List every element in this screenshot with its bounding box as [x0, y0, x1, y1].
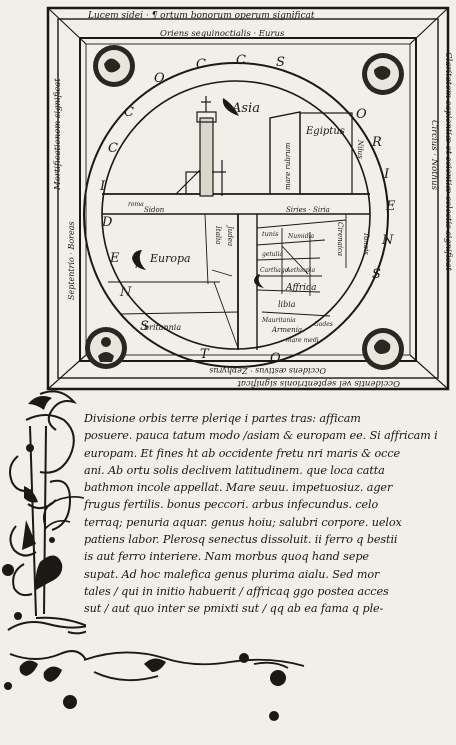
ring-letter: C	[108, 141, 118, 156]
wind-medallion-top-right	[362, 53, 404, 95]
text-line: frugus fertilis. bonus peccori. arbus in…	[84, 498, 379, 512]
region-mare-rubrum: mare rubrum	[284, 142, 292, 190]
region-mauritania: Mauritania	[261, 317, 296, 324]
region-libia: libia	[278, 300, 296, 309]
outer-bottom-label: Occidentis vel septentrionis significat	[237, 378, 400, 388]
manuscript-text: Divisione orbis terre pleriqe i partes t…	[84, 410, 448, 618]
ring-letter: E	[385, 199, 396, 214]
text-line: europam. Et fines ht ab occidente fretu …	[84, 446, 401, 460]
region-getulia: getulia	[262, 251, 284, 258]
region-tanais: Tanais	[362, 232, 370, 255]
region-italia: Italia	[214, 225, 222, 244]
wind-medallion-bottom-right	[362, 328, 404, 370]
region-sidon: Sidon	[144, 206, 165, 214]
region-britannia: britannia	[144, 323, 181, 332]
ring-letter: O	[270, 351, 281, 366]
wind-medallion-top-left	[93, 45, 135, 87]
text-line: patiens labor. Plerosq senectus dissolui…	[84, 533, 398, 547]
ring-letter: T	[200, 347, 210, 362]
ring-letter: O	[154, 71, 165, 86]
ring-letter: N	[119, 285, 132, 300]
inner-left-label: Septentrio · Boreas	[67, 221, 76, 300]
region-numidia: Numidia	[287, 233, 314, 240]
region-mediterraneum: mare medi	[286, 337, 319, 344]
region-armenia: Armenia	[271, 326, 302, 334]
region-europa: Europa	[149, 252, 191, 265]
region-carthago: Carthago	[260, 267, 289, 274]
ring-letter: C	[236, 53, 246, 68]
region-gades: Gades	[314, 321, 333, 328]
ring-letter: I	[99, 179, 106, 194]
text-line: Divisione orbis terre pleriqe i partes t…	[84, 412, 361, 425]
inner-top-label: Oriens sequinoctialis · Eurus	[160, 29, 285, 39]
region-judea: Judea	[226, 224, 234, 246]
ring-letter: C	[124, 105, 134, 120]
region-affrica: Affrica	[285, 283, 316, 293]
text-line: supat. Ad hoc malefica genus plurima aia…	[84, 567, 380, 581]
text-line: bathmon incole appellat. Mare seuu. impe…	[84, 481, 393, 495]
text-line: tales / qui in initio habuerit / affrica…	[84, 584, 389, 598]
ring-letter: D	[101, 215, 113, 230]
decorated-initial-d	[2, 390, 86, 709]
wind-medallion-bottom-left	[85, 327, 127, 369]
ring-letter: R	[371, 135, 382, 150]
text-line: posuere. pauca tatum modo /asiam & europ…	[84, 429, 438, 443]
flourish-tail	[84, 651, 305, 686]
text-line: is aut ferro interiere. Nam morbus quoq …	[84, 550, 369, 564]
outer-left-label: Mortificationem significat	[53, 78, 63, 191]
ring-letter: S	[276, 55, 285, 70]
initial-letter: D	[40, 420, 41, 421]
ring-letter: C	[196, 57, 206, 72]
outer-top-label: Lucem sidei · ¶ ortum bonorum operum sig…	[87, 11, 315, 21]
region-aethiopia: Aethiopia	[285, 267, 315, 274]
ring-letter: S	[372, 267, 381, 282]
region-nilus: Nilus	[356, 139, 364, 159]
region-tunis: tunis	[262, 230, 279, 238]
inner-right-label: Circius · Nothus	[429, 120, 439, 191]
text-line: ani. Ab ortu solis declivem latitudinem.…	[84, 463, 385, 477]
tower-illustration	[175, 96, 226, 197]
ring-letter: O	[356, 107, 367, 122]
t-o-world-map: O R I E N S O C C I D E N S C C S T O	[46, 6, 453, 391]
region-sirie: Siries · Siria	[286, 206, 330, 214]
region-cirenaica: Cirenaica	[336, 222, 344, 256]
ring-letter: I	[383, 167, 390, 182]
text-line: sut / aut quo inter se pmixti sut / qq a…	[84, 602, 384, 616]
region-rome: roma	[128, 201, 144, 208]
ring-letter: N	[381, 233, 394, 248]
inner-bottom-label: Occidens æstivus · Zephyrus	[209, 366, 326, 375]
ring-letter: S	[140, 319, 149, 334]
outer-right-label: Claritatem sapientiæ et scientiæ celesti…	[443, 52, 453, 271]
ring-letter: E	[109, 251, 120, 266]
dot-ornament	[269, 711, 279, 721]
region-asia: Asia	[231, 101, 260, 116]
text-line: terraq; penuria aquar. genus hoiu; salub…	[84, 515, 402, 529]
region-egiptus: Egiptus	[305, 126, 345, 137]
